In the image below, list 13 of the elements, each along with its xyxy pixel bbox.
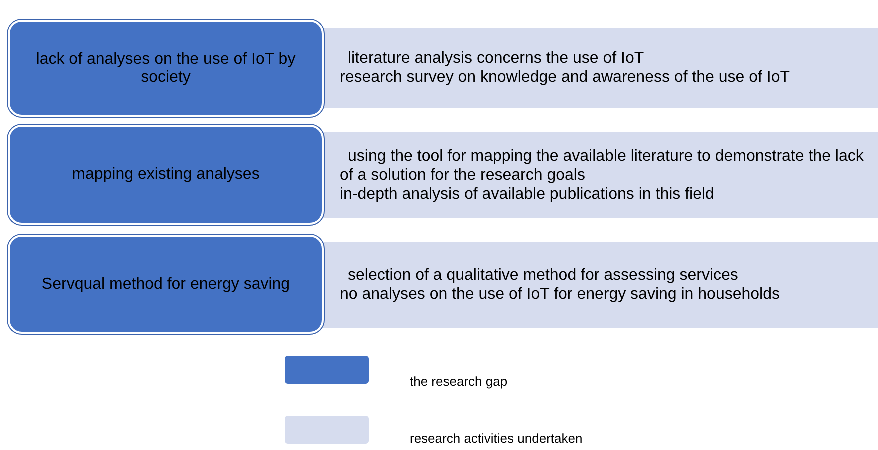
research-activity-box [322,242,878,328]
legend-label: research activities undertaken [410,431,583,446]
research-gap-box: lack of analyses on the use of IoT by society [8,20,324,117]
legend-label: the research gap [410,374,508,389]
research-activity-box [322,28,878,108]
activity-text: no analyses on the use of IoT for energy saving in households [340,285,781,304]
activity-text: literature analysis concerns the use of IoT [347,49,646,68]
activity-text: selection of a qualitative method for assessing services [347,266,740,285]
research-activity-box [322,132,878,218]
activity-text: in-depth analysis of available publications in this field [340,184,716,204]
research-gap-box: Servqual method for energy saving [8,235,324,334]
activity-text: research survey on knowledge and awareness of the use of IoT [340,68,792,87]
research-gap-box: mapping existing analyses [8,125,324,225]
